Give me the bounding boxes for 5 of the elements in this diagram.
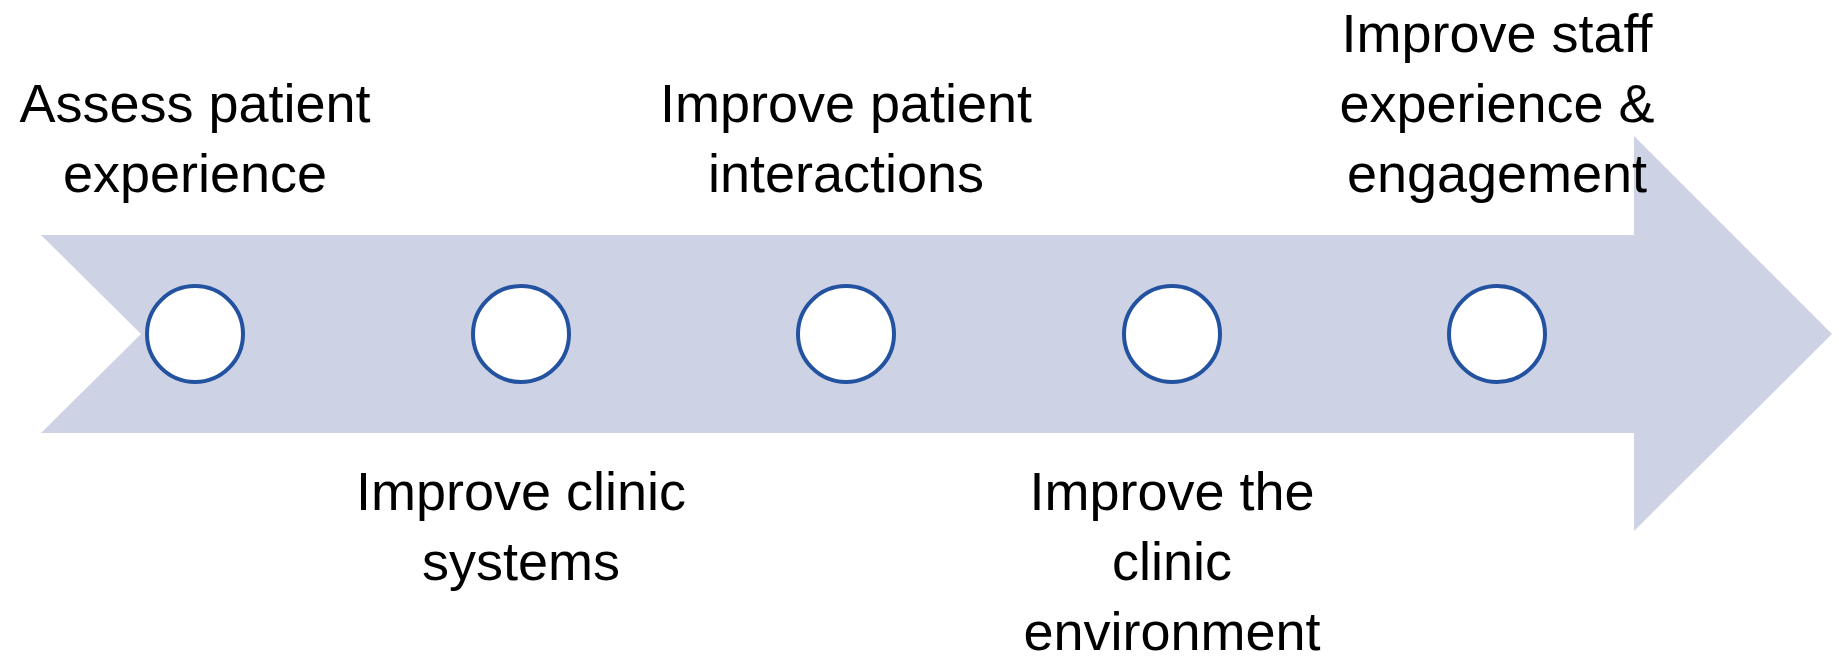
step-label: Improve clinic systems [354, 460, 688, 593]
step-label: Improve patient interactions [658, 72, 1034, 205]
step-label: Improve staff experience & engagement [1338, 2, 1656, 205]
step-label: Assess patient experience [18, 72, 372, 205]
step-label: Improve the clinic environment [1022, 460, 1322, 659]
